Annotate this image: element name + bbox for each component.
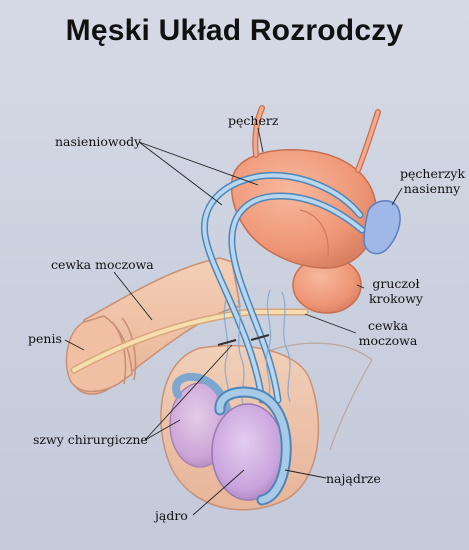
label-pecherzyk-line2: nasienny xyxy=(403,181,461,196)
label-gruczol-line2: krokowy xyxy=(369,291,423,306)
label-szwy-chirurgiczne: szwy chirurgiczne xyxy=(33,432,148,447)
label-pecherz: pęcherz xyxy=(228,113,279,128)
label-cewka-right-line2: moczowa xyxy=(358,333,418,348)
foreskin-ring xyxy=(121,317,137,381)
label-jadro: jądro xyxy=(155,508,188,523)
label-pecherzyk-line1: pęcherzyk xyxy=(400,166,466,181)
label-gruczol-krokowy: gruczoł krokowy xyxy=(366,276,426,306)
leader-lines xyxy=(64,127,403,516)
seminal-vesicle xyxy=(363,200,401,255)
label-cewka-moczowa-right: cewka moczowa xyxy=(356,318,420,348)
label-najadrze: najądrze xyxy=(326,471,381,486)
suture xyxy=(217,338,237,347)
label-pecherzyk-nasienny: pęcherzyk nasienny xyxy=(400,166,466,196)
suture xyxy=(250,333,270,342)
page-title: Męski Układ Rozrodczy xyxy=(65,14,404,47)
label-gruczol-line1: gruczoł xyxy=(372,276,420,291)
body-outline xyxy=(264,342,373,451)
label-penis: penis xyxy=(28,331,62,346)
label-cewka-right-line1: cewka xyxy=(367,318,409,333)
label-nasieniowody: nasieniowody xyxy=(55,134,142,149)
label-cewka-moczowa-left: cewka moczowa xyxy=(51,257,154,272)
vas-deferens xyxy=(200,171,366,404)
